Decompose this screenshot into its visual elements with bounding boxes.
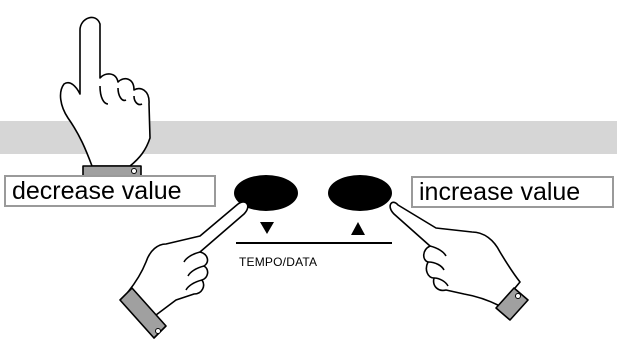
decrease-button[interactable] — [234, 175, 298, 211]
down-triangle-icon — [260, 222, 274, 234]
cuff-left — [119, 287, 167, 339]
pointing-up-hand-icon — [59, 16, 151, 177]
increase-value-label: increase value — [411, 176, 614, 208]
pointing-hand-left-icon — [119, 201, 249, 339]
up-triangle-icon — [351, 222, 365, 235]
pointing-hand-right-icon — [389, 201, 529, 321]
decrease-value-label: decrease value — [4, 175, 216, 207]
increase-button[interactable] — [328, 175, 392, 211]
tempo-data-caption: TEMPO/DATA — [239, 255, 318, 269]
